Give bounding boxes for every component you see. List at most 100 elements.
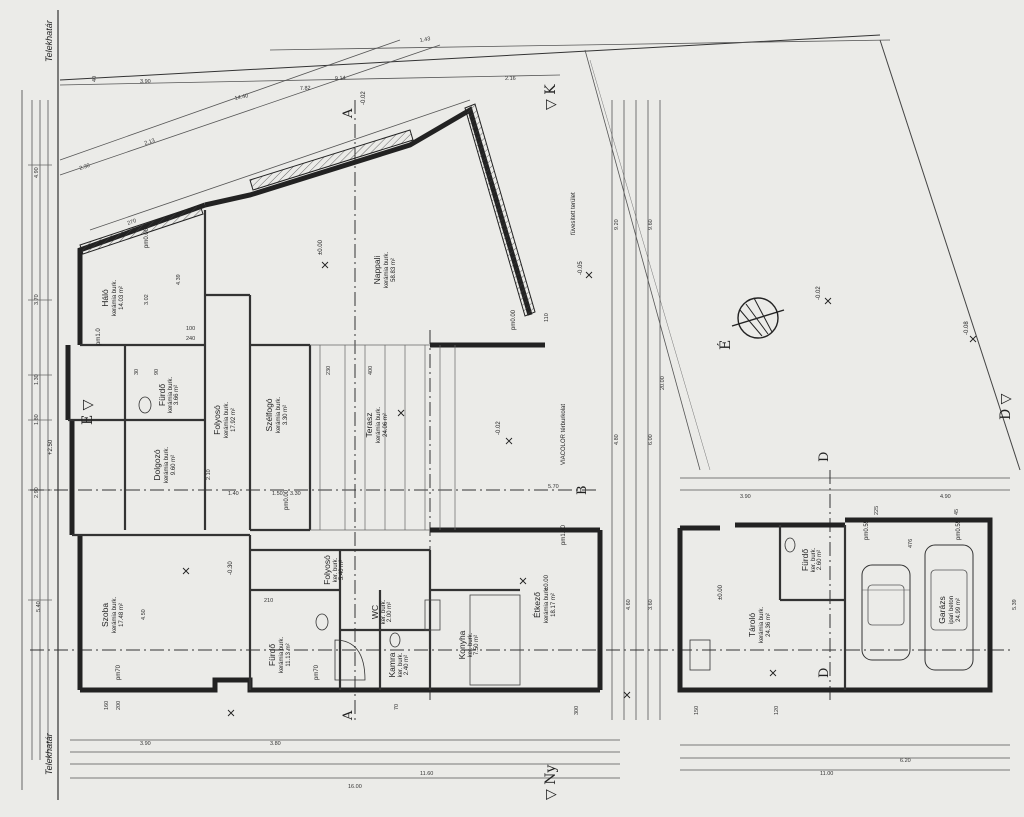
svg-text:40: 40 <box>92 76 98 82</box>
svg-text:45: 45 <box>954 509 960 515</box>
svg-text:±0.00: ±0.00 <box>318 239 324 255</box>
svg-text:kerámia burk.: kerámia burk. <box>759 607 765 644</box>
boundary-label-left: Telekhatár <box>44 19 54 62</box>
svg-text:pm70: pm70 <box>116 664 122 680</box>
svg-text:-0.30: -0.30 <box>228 561 234 575</box>
room-tarolo: Tároló kerámia burk. 24.36 m² <box>747 607 772 644</box>
compass-label: É <box>716 340 734 350</box>
svg-text:2.60 m²: 2.60 m² <box>817 550 823 570</box>
boundary-label-bottom: Telekhatár <box>44 732 54 775</box>
section-a-top: A <box>341 108 356 119</box>
svg-text:kerámia burk.: kerámia burk. <box>112 280 118 317</box>
svg-text:3.60: 3.60 <box>648 599 654 610</box>
svg-text:210: 210 <box>264 598 273 604</box>
grass-edge-2 <box>589 59 711 471</box>
svg-text:4.60: 4.60 <box>626 599 632 610</box>
svg-text:2.00 m²: 2.00 m² <box>387 602 393 622</box>
svg-text:5.70: 5.70 <box>548 484 559 490</box>
garage-walls <box>677 517 993 693</box>
svg-text:5.40: 5.40 <box>36 601 42 612</box>
svg-text:ipari beton: ipari beton <box>949 596 955 624</box>
room-garazs: Garázs ipari beton 24.99 m² <box>937 596 962 624</box>
svg-text:kerámia burk.: kerámia burk. <box>112 597 118 634</box>
svg-text:kerámia burk.: kerámia burk. <box>279 637 285 674</box>
svg-text:24.36 m²: 24.36 m² <box>766 613 772 637</box>
svg-text:ker. burk.: ker. burk. <box>811 547 817 572</box>
svg-text:16.00: 16.00 <box>348 784 362 790</box>
svg-text:-0.02: -0.02 <box>361 91 367 105</box>
svg-text:270: 270 <box>127 218 138 227</box>
svg-text:Fürdő: Fürdő <box>267 644 277 666</box>
svg-text:1.80: 1.80 <box>34 414 40 425</box>
svg-text:1.30: 1.30 <box>34 374 40 385</box>
compass-icon <box>731 297 785 339</box>
svg-text:+2.50: +2.50 <box>48 439 54 455</box>
svg-text:pm0.00: pm0.00 <box>511 309 517 330</box>
terrace-structure <box>310 344 456 531</box>
svg-text:Konyha: Konyha <box>457 630 467 659</box>
svg-text:3.90: 3.90 <box>140 741 151 747</box>
svg-text:Szélfogó: Szélfogó <box>264 398 274 431</box>
svg-text:2.10: 2.10 <box>206 469 212 480</box>
svg-text:24.99 m²: 24.99 m² <box>956 598 962 622</box>
direction-d: D ▽ <box>998 393 1014 420</box>
svg-text:1.50: 1.50 <box>272 491 283 497</box>
svg-text:2.40 m²: 2.40 m² <box>404 655 410 675</box>
svg-text:230: 230 <box>326 366 332 375</box>
svg-text:WC: WC <box>370 605 380 619</box>
svg-text:ker. burk.: ker. burk. <box>468 632 474 657</box>
svg-text:5.39: 5.39 <box>1012 599 1018 610</box>
svg-text:6.20: 6.20 <box>900 758 911 764</box>
svg-text:11.60: 11.60 <box>420 771 433 777</box>
room-nappali: Nappali kerámia burk. 58.83 m² <box>372 252 397 289</box>
svg-text:9.60 m²: 9.60 m² <box>171 455 177 475</box>
level-cross-markers <box>182 261 977 717</box>
area-vacolor: VIACOLOR térburkolat <box>561 404 567 465</box>
room-halo: Háló kerámia burk. 14.03 m² <box>100 280 125 317</box>
svg-text:4.90: 4.90 <box>34 167 40 178</box>
direction-k: ▽ K <box>543 84 559 110</box>
svg-text:±0.00: ±0.00 <box>544 574 550 590</box>
svg-text:pm1.0: pm1.0 <box>96 328 102 345</box>
svg-text:3.90: 3.90 <box>740 494 751 500</box>
svg-text:Folyosó: Folyosó <box>322 555 332 585</box>
svg-text:70: 70 <box>394 704 400 710</box>
room-folyoso-1: Folyosó kerámia burk. 17.92 m² <box>212 402 237 439</box>
svg-text:17.92 m²: 17.92 m² <box>231 408 237 432</box>
svg-text:3.66 m²: 3.66 m² <box>174 385 180 405</box>
svg-text:pm1.00: pm1.00 <box>561 524 567 545</box>
svg-text:300: 300 <box>574 706 580 715</box>
section-b: B <box>575 485 590 495</box>
level-markers: ±0.00 ±0.00 ±0.00 -0.02 -0.02 -0.02 -0.0… <box>48 91 970 680</box>
svg-text:160: 160 <box>104 701 110 710</box>
svg-text:3.70: 3.70 <box>34 294 40 305</box>
svg-text:30: 30 <box>134 369 140 375</box>
car-1 <box>861 564 911 661</box>
svg-text:24.06 m²: 24.06 m² <box>383 413 389 437</box>
svg-text:100: 100 <box>186 326 195 332</box>
svg-text:-0.08: -0.08 <box>964 321 970 335</box>
svg-text:9.20: 9.20 <box>614 219 620 230</box>
svg-text:ker. burk.: ker. burk. <box>381 599 387 624</box>
room-konyha: Konyha ker. burk. 7.50 m² <box>457 630 480 659</box>
svg-text:kerámia burk.: kerámia burk. <box>384 252 390 289</box>
svg-text:2.30: 2.30 <box>79 163 91 172</box>
svg-text:7.50 m²: 7.50 m² <box>474 635 480 655</box>
svg-text:476: 476 <box>908 539 914 548</box>
svg-text:2.13: 2.13 <box>144 138 156 147</box>
room-furdo-3: Fürdő ker. burk. 2.60 m² <box>800 547 823 572</box>
svg-text:4.90: 4.90 <box>940 494 951 500</box>
svg-text:7.82: 7.82 <box>300 85 311 92</box>
svg-text:58.83 m²: 58.83 m² <box>391 258 397 282</box>
svg-text:2.16: 2.16 <box>505 76 516 82</box>
svg-text:2.90: 2.90 <box>34 487 40 498</box>
section-d-top: D <box>817 452 832 462</box>
svg-text:4.50: 4.50 <box>141 609 147 620</box>
svg-text:3.30: 3.30 <box>290 491 301 497</box>
svg-text:5.40 m²: 5.40 m² <box>339 560 345 580</box>
svg-text:110: 110 <box>544 313 550 322</box>
svg-text:kerámia burk.: kerámia burk. <box>276 397 282 434</box>
svg-text:Nappali: Nappali <box>372 255 382 284</box>
